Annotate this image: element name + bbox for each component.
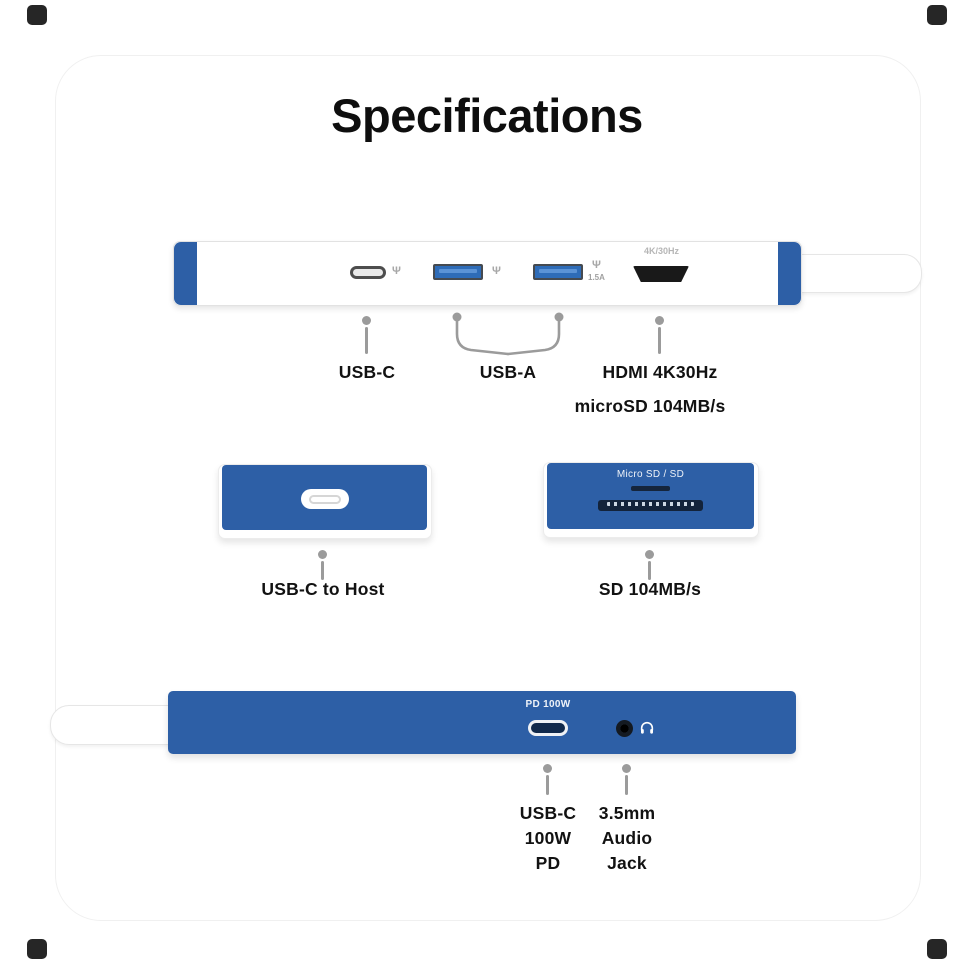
callout-label-pd: USB-C 100W PD	[498, 801, 598, 876]
callout-label-sd: SD 104MB/s	[598, 579, 702, 599]
host-cable-right	[796, 254, 922, 293]
usb-c-pd-port	[528, 720, 568, 736]
pd-power-marking: PD 100W	[525, 699, 571, 710]
corner-marker-top-left	[27, 5, 47, 25]
content-card	[55, 55, 921, 921]
microsd-speed-heading: microSD 104MB/s	[574, 396, 726, 416]
page-title: Specifications	[331, 89, 643, 142]
callout-label-audio-line3: Jack	[607, 853, 647, 873]
microsd-slot	[631, 486, 670, 491]
callout-line-audio	[625, 775, 628, 795]
usb-trident-icon: Ψ	[492, 265, 501, 277]
callout-line-host	[321, 561, 324, 580]
callout-dot-pd	[543, 764, 552, 773]
sd-slot	[598, 500, 703, 511]
usb-a-port-2	[533, 264, 583, 280]
callout-line-hdmi	[658, 327, 661, 354]
card-slot-marking: Micro SD / SD	[616, 469, 685, 480]
callout-bracket-usb-a	[452, 312, 564, 356]
hub-back-view: PD 100W	[168, 691, 796, 754]
hub-top-view: Ψ Ψ Ψ 1.5A 4K/30Hz	[173, 241, 802, 306]
callout-line-usb-c	[365, 327, 368, 354]
callout-label-pd-line2: 100W	[524, 828, 572, 848]
usb-trident-icon: Ψ	[592, 259, 601, 271]
callout-label-hdmi: HDMI 4K30Hz	[602, 362, 718, 382]
usb-a2-amperage-marking: 1.5A	[588, 273, 605, 282]
usb-trident-icon: Ψ	[392, 265, 401, 277]
callout-label-usb-a: USB-A	[479, 362, 537, 382]
hdmi-port	[633, 266, 689, 282]
callout-label-pd-line1: USB-C	[519, 803, 577, 823]
corner-marker-bottom-right	[927, 939, 947, 959]
usb-c-host-port	[301, 489, 349, 509]
hub-left-end-cap	[174, 242, 197, 305]
corner-marker-top-right	[927, 5, 947, 25]
callout-label-audio-line2: Audio	[601, 828, 653, 848]
hub-card-reader-view: Micro SD / SD	[543, 462, 759, 538]
callout-label-audio-line1: 3.5mm	[598, 803, 656, 823]
corner-marker-bottom-left	[27, 939, 47, 959]
hub-right-end-cap	[778, 242, 801, 305]
callout-line-pd	[546, 775, 549, 795]
hub-front-view	[218, 464, 432, 539]
audio-jack-port	[616, 720, 633, 737]
callout-line-sd	[648, 561, 651, 580]
usb-a-port-1	[433, 264, 483, 280]
sd-slot-pins	[607, 502, 694, 506]
headphones-icon	[640, 721, 654, 734]
hub-front-face	[222, 465, 427, 530]
usb-a-tongue	[539, 269, 577, 273]
callout-dot-host	[318, 550, 327, 559]
callout-dot-sd	[645, 550, 654, 559]
usb-a-tongue	[439, 269, 477, 273]
hdmi-resolution-marking: 4K/30Hz	[643, 246, 679, 256]
callout-label-audio: 3.5mm Audio Jack	[577, 801, 677, 876]
host-cable-left	[50, 705, 184, 745]
usb-c-data-port	[350, 266, 386, 279]
usb-c-host-port-inner	[309, 494, 341, 504]
callout-label-pd-line3: PD	[535, 853, 561, 873]
callout-dot-audio	[622, 764, 631, 773]
callout-label-host: USB-C to Host	[261, 579, 385, 599]
callout-dot-hdmi	[655, 316, 664, 325]
card-reader-face: Micro SD / SD	[547, 463, 754, 529]
callout-dot-usb-c	[362, 316, 371, 325]
callout-label-usb-c: USB-C	[338, 362, 396, 382]
